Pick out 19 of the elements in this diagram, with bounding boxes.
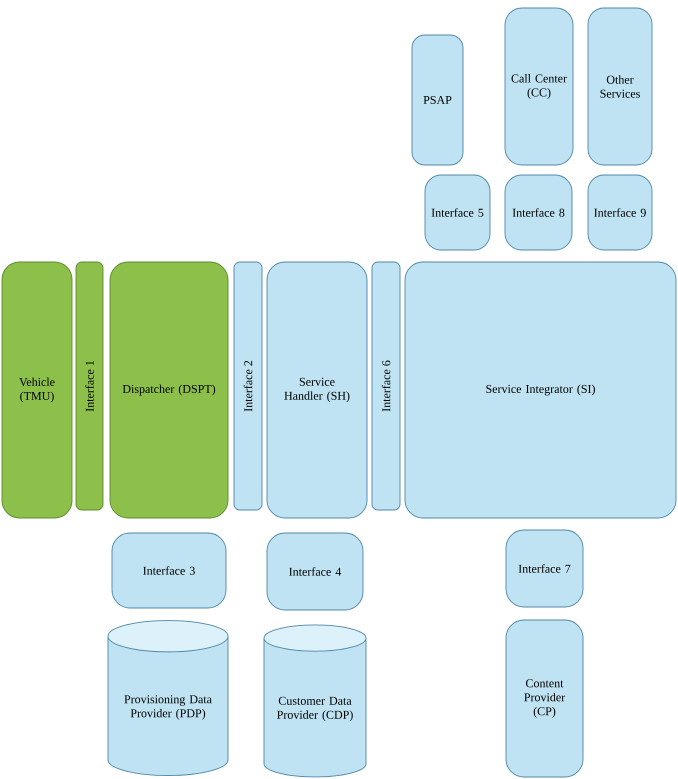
interface-box: Interface 9 [588,174,652,250]
component-box: Service Handler (SH) [266,262,368,518]
interface-box: Interface 6 [372,262,400,510]
interface-box: Interface 2 [234,262,262,510]
component-box: Vehicle (TMU) [2,262,72,518]
interface-box: Interface 4 [266,532,364,610]
component-box: Dispatcher (DSPT) [110,262,228,518]
database-cylinder: Provisioning Data Provider (PDP) [108,620,228,776]
service-box: Call Center (CC) [504,8,574,166]
service-box: PSAP [412,34,464,166]
component-box: Service Integrator (SI) [404,262,676,518]
interface-box: Interface 3 [112,532,226,608]
interface-box: Interface 5 [424,174,490,250]
interface-box: Interface 8 [504,174,572,250]
interface-box: Interface 7 [506,530,584,608]
service-box: Other Services [588,8,652,166]
interface-box: Interface 1 [76,262,104,510]
database-cylinder: Customer Data Provider (CDP) [264,624,366,778]
component-box: Content Provider (CP) [506,620,584,778]
